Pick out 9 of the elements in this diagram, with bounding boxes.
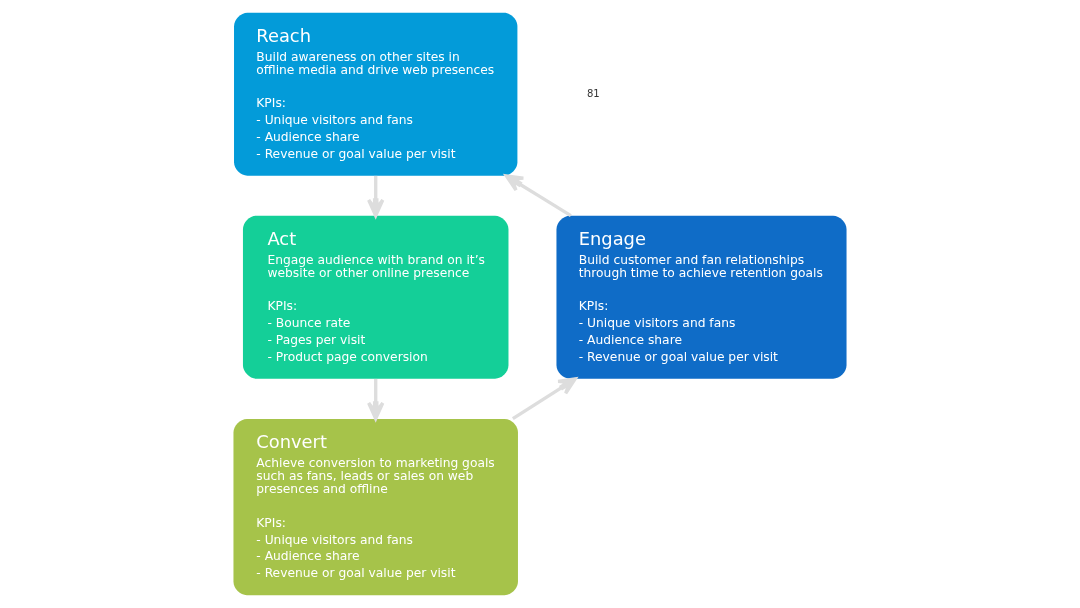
arrow [367,378,385,421]
node-box: Engage Build customer and fan relationships through time to achieve retention goals KPIs: - Unique visitors and fans - Audience share - Revenue or goal value per visit [556,215,847,379]
arrow [367,175,385,218]
label: 81 [586,87,600,99]
node-box: Act Engage audience with brand on it’s website or other online presence KPIs: - Bounce rate - Pages per visit - Product page conversion [242,215,509,379]
arrow [511,377,577,420]
arrow [504,174,572,218]
node-box: Convert Achieve conversion to marketing goals such as fans, leads or sales on web presences and offline KPIs: - Unique visitors and fans - Audience share - Revenue or goal value per visit [233,418,518,596]
node-box: Reach Build awareness on other sites in offline media and drive web presences KPIs: - Unique visitors and fans - Audience share - Revenue or goal value per visit [234,12,518,176]
